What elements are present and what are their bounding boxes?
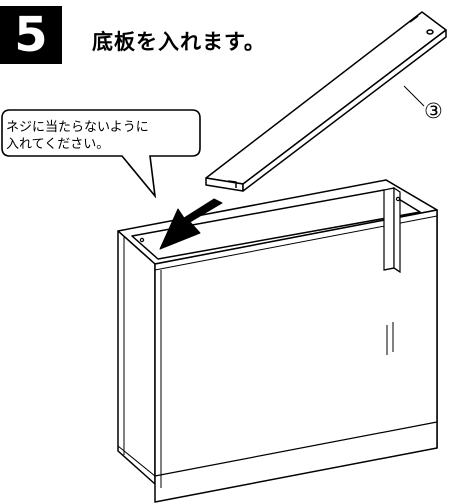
callout-line-1: ネジに当たらないように bbox=[6, 120, 149, 135]
cabinet bbox=[117, 179, 438, 503]
part-number-label: ③ bbox=[424, 99, 443, 123]
front-slot bbox=[386, 322, 394, 355]
step-number: 5 bbox=[14, 7, 48, 63]
part-leader-line bbox=[403, 85, 425, 107]
step-number-badge: 5 bbox=[0, 6, 62, 64]
inner-post bbox=[383, 186, 401, 274]
insert-arrow-icon bbox=[159, 198, 223, 250]
screw-marks bbox=[139, 196, 401, 243]
step-title: 底板を入れます。 bbox=[92, 30, 266, 54]
callout-bubble bbox=[1, 109, 201, 199]
callout-line-2: 入れてください。 bbox=[6, 137, 110, 152]
bottom-board bbox=[205, 11, 447, 192]
callout-text: ネジに当たらないように 入れてください。 bbox=[6, 119, 206, 153]
